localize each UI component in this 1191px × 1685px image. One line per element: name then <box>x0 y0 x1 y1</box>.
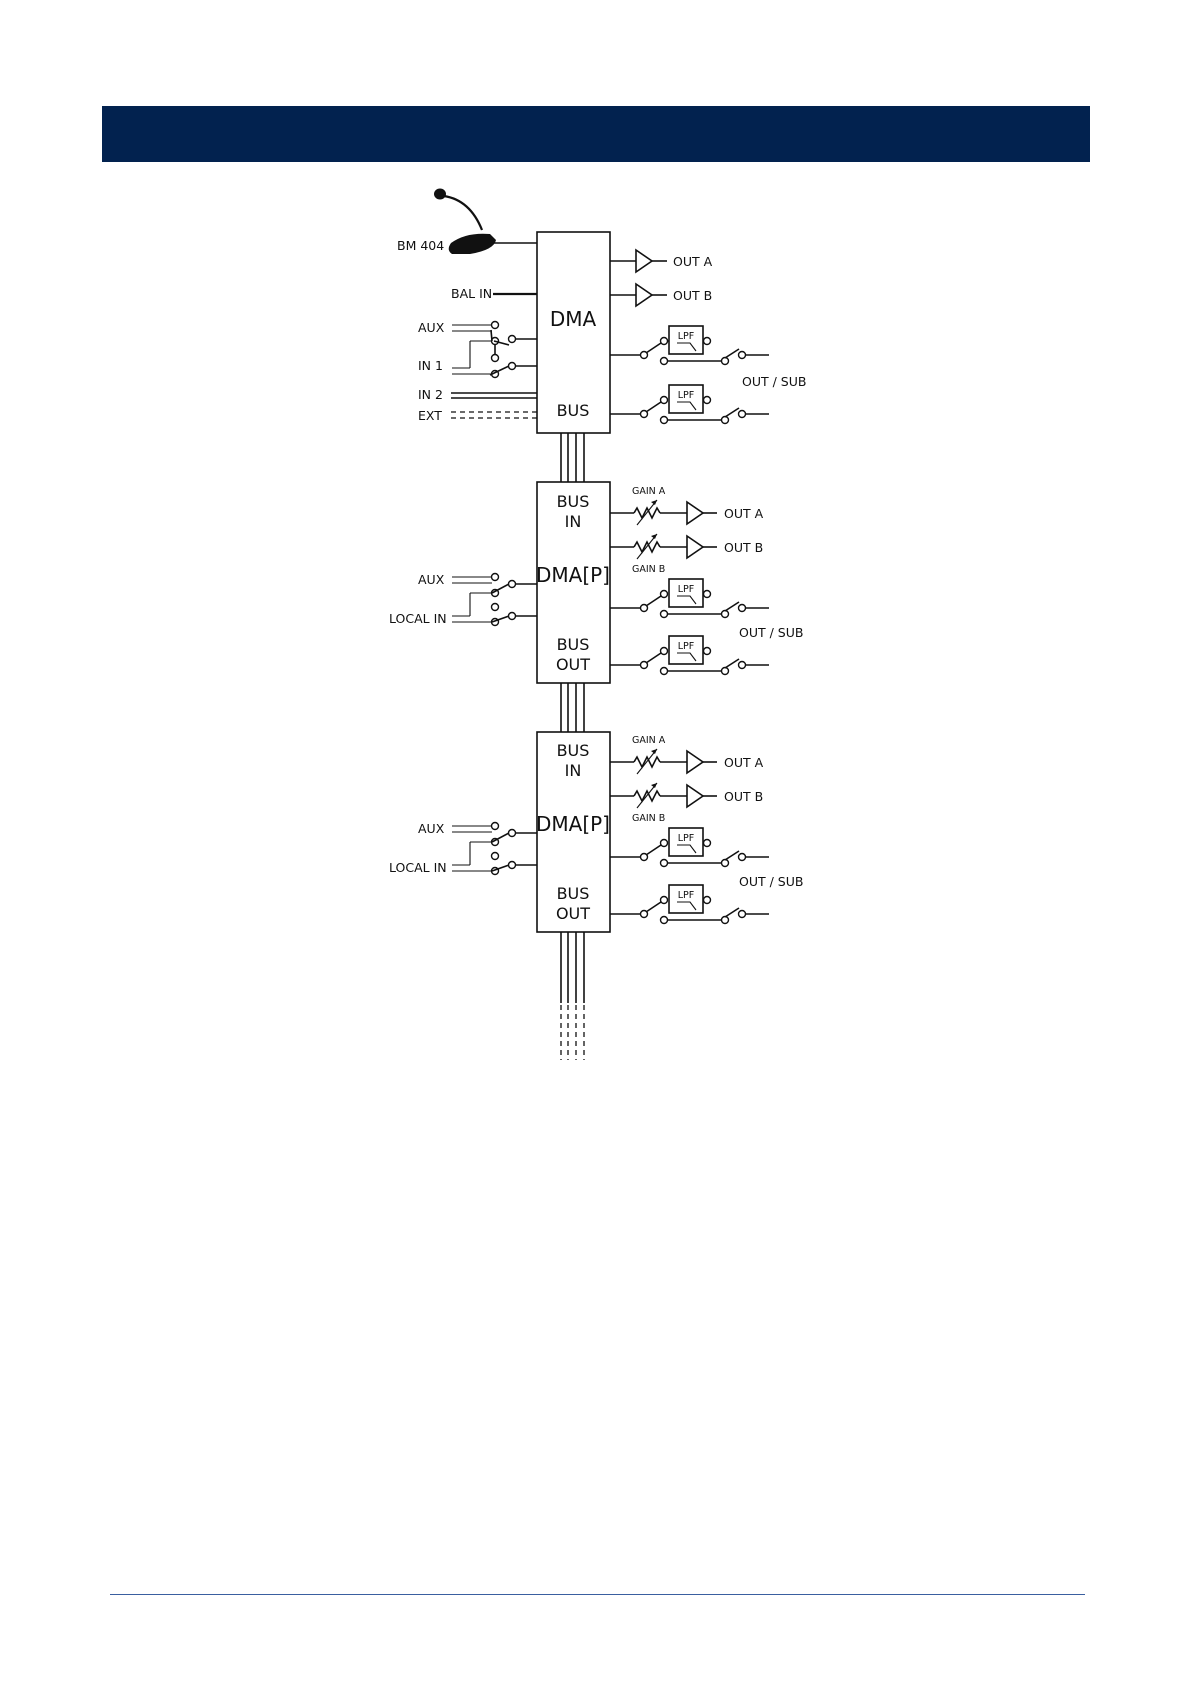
bus-out-label: OUT <box>556 655 590 674</box>
dmap-label: DMA[P] <box>536 812 610 836</box>
bus-in-label: IN <box>565 761 582 780</box>
aux-label: AUX <box>418 320 445 335</box>
aux-label: AUX <box>418 821 445 836</box>
dma-bus-label: BUS <box>557 401 590 420</box>
bus-bundle <box>561 683 584 732</box>
bus-out-label: BUS <box>557 635 590 654</box>
bal-in-label: BAL IN <box>451 286 492 301</box>
bus-out-label: BUS <box>557 884 590 903</box>
bus-out-label: OUT <box>556 904 590 923</box>
gain-b-label: GAIN B <box>632 813 665 824</box>
lpf-label: LPF <box>678 833 695 844</box>
out-sub-label: OUT / SUB <box>739 625 803 640</box>
module-dmap-2: BUS IN DMA[P] BUS OUT AUX LOCAL IN GAIN … <box>389 732 803 932</box>
lpf-chain: LPF <box>610 326 769 365</box>
out-sub-label: OUT / SUB <box>742 374 806 389</box>
lpf-label: LPF <box>678 390 695 401</box>
gain-a-label: GAIN A <box>632 735 666 746</box>
out-a-label: OUT A <box>724 506 764 521</box>
gain-b-label: GAIN B <box>632 564 665 575</box>
mic-label: BM 404 <box>397 238 444 253</box>
in1-label: IN 1 <box>418 358 443 373</box>
lpf-chain: LPF <box>610 636 769 675</box>
lpf-label: LPF <box>678 331 695 342</box>
bus-in-label: BUS <box>557 492 590 511</box>
bus-continuation <box>561 932 584 1060</box>
local-in-label: LOCAL IN <box>389 611 447 626</box>
bus-in-label: IN <box>565 512 582 531</box>
out-b-label: OUT B <box>673 288 712 303</box>
out-b-label: OUT B <box>724 789 763 804</box>
bus-bundle <box>561 433 584 482</box>
local-in-label: LOCAL IN <box>389 860 447 875</box>
gain-a-label: GAIN A <box>632 486 666 497</box>
aux-label: AUX <box>418 572 445 587</box>
out-sub-label: OUT / SUB <box>739 874 803 889</box>
lpf-chain: LPF <box>610 828 769 867</box>
lpf-label: LPF <box>678 641 695 652</box>
lpf-chain: LPF <box>610 579 769 618</box>
lpf-chain: LPF <box>610 885 769 924</box>
module-dmap-1: BUS IN DMA[P] BUS OUT AUX LOCAL IN GAIN … <box>389 482 803 683</box>
out-b-label: OUT B <box>724 540 763 555</box>
dma-label: DMA <box>550 307 597 331</box>
ext-label: EXT <box>418 408 442 423</box>
out-a-label: OUT A <box>673 254 713 269</box>
bus-in-label: BUS <box>557 741 590 760</box>
out-a-label: OUT A <box>724 755 764 770</box>
lpf-chain: LPF <box>610 385 769 424</box>
module-dma: BM 404 DMA BUS BAL IN AUX IN 1 IN 2 <box>397 189 806 434</box>
in2-label: IN 2 <box>418 387 443 402</box>
lpf-label: LPF <box>678 584 695 595</box>
dmap-label: DMA[P] <box>536 563 610 587</box>
lpf-label: LPF <box>678 890 695 901</box>
